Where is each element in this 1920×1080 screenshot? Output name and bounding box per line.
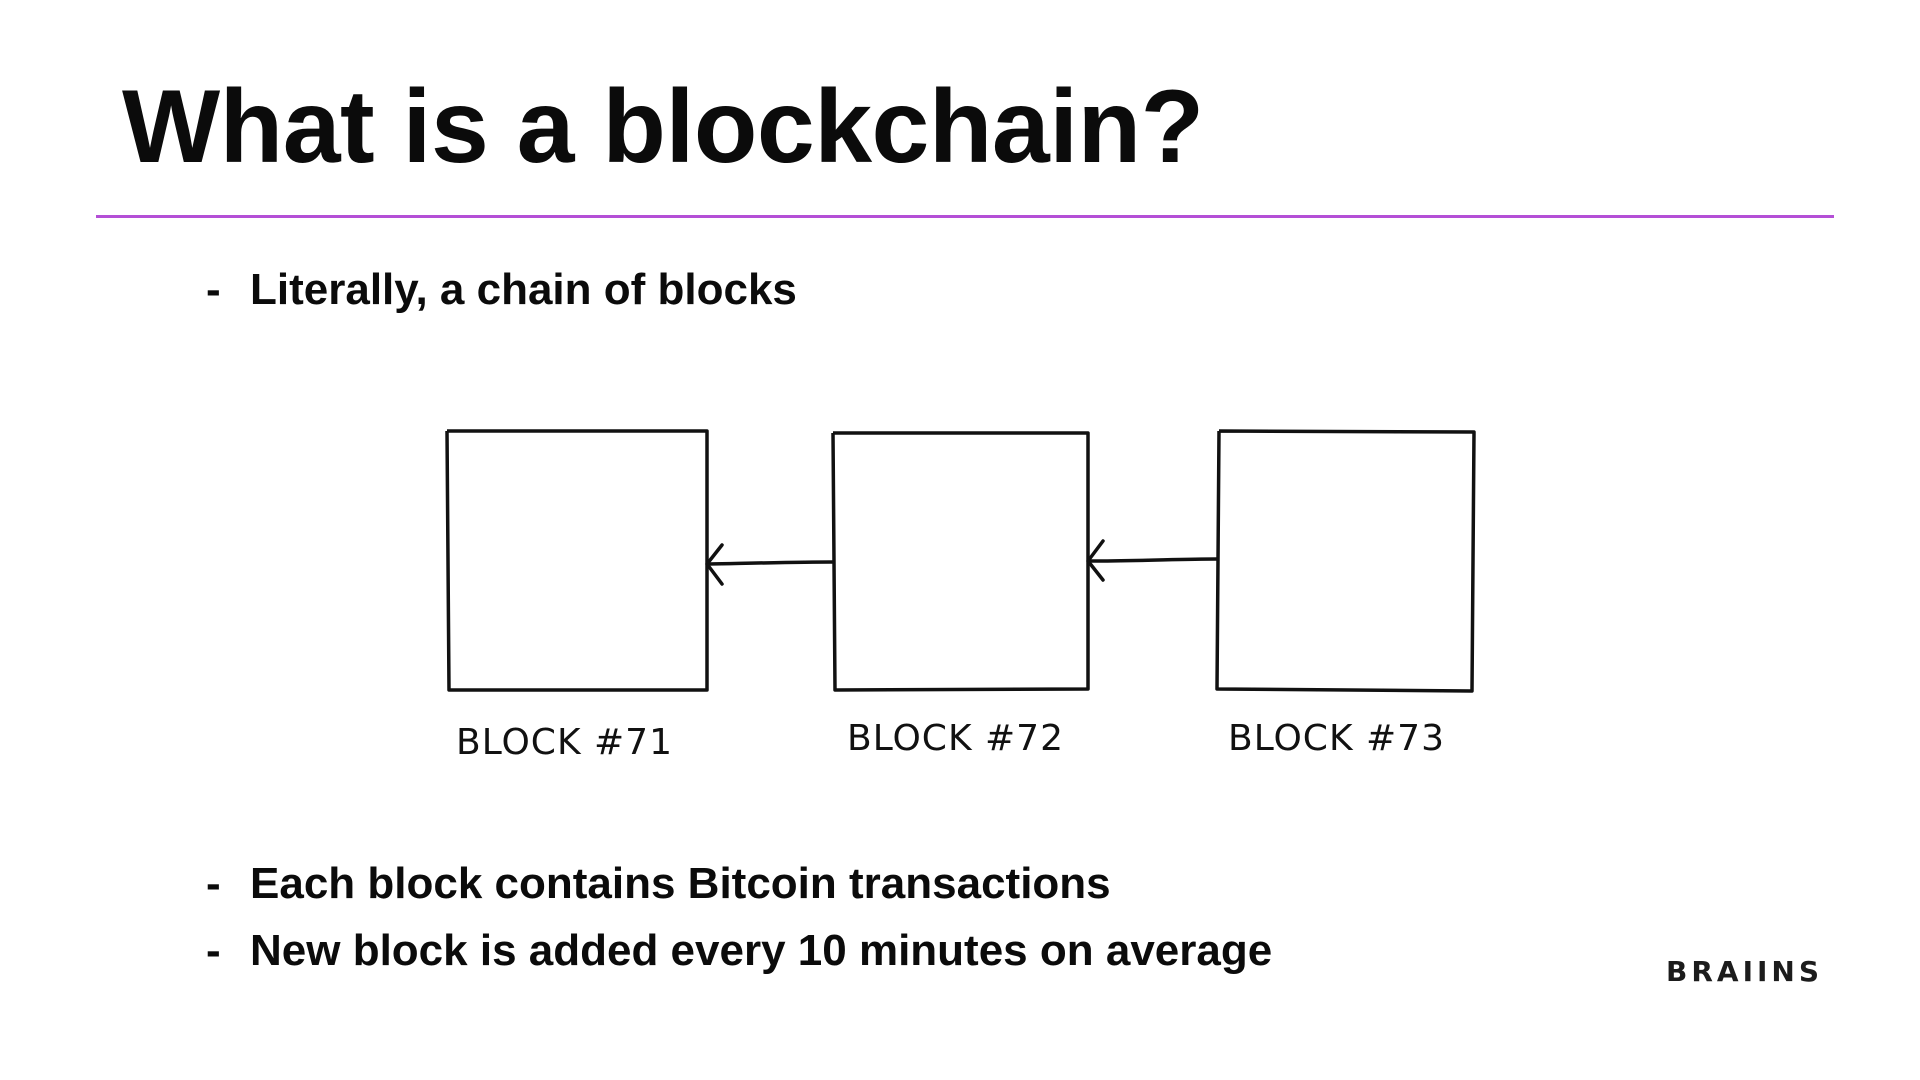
bullet-marker: -	[206, 859, 221, 908]
brand-logo: BRAIINS	[1666, 955, 1824, 988]
block-label: BLOCK #72	[847, 718, 1064, 759]
slide-title: What is a blockchain?	[122, 69, 1204, 185]
bullet-text: Each block contains Bitcoin transactions	[250, 859, 1111, 908]
block-72-box	[831, 431, 1090, 692]
block-label: BLOCK #73	[1228, 718, 1445, 759]
bullet-item: - Each block contains Bitcoin transactio…	[206, 858, 1111, 911]
block-71-box	[445, 429, 709, 692]
arrow-left-icon	[705, 543, 835, 586]
block-73-box	[1215, 429, 1476, 693]
bullet-text: Literally, a chain of blocks	[250, 265, 797, 314]
block-label: BLOCK #71	[456, 722, 673, 763]
bullet-text: New block is added every 10 minutes on a…	[250, 926, 1273, 975]
bullet-item: - Literally, a chain of blocks	[206, 264, 797, 317]
arrow-left-icon	[1086, 539, 1219, 582]
bullet-marker: -	[206, 265, 221, 314]
bullet-marker: -	[206, 926, 221, 975]
bullet-item: - New block is added every 10 minutes on…	[206, 925, 1272, 978]
title-divider	[96, 215, 1834, 218]
